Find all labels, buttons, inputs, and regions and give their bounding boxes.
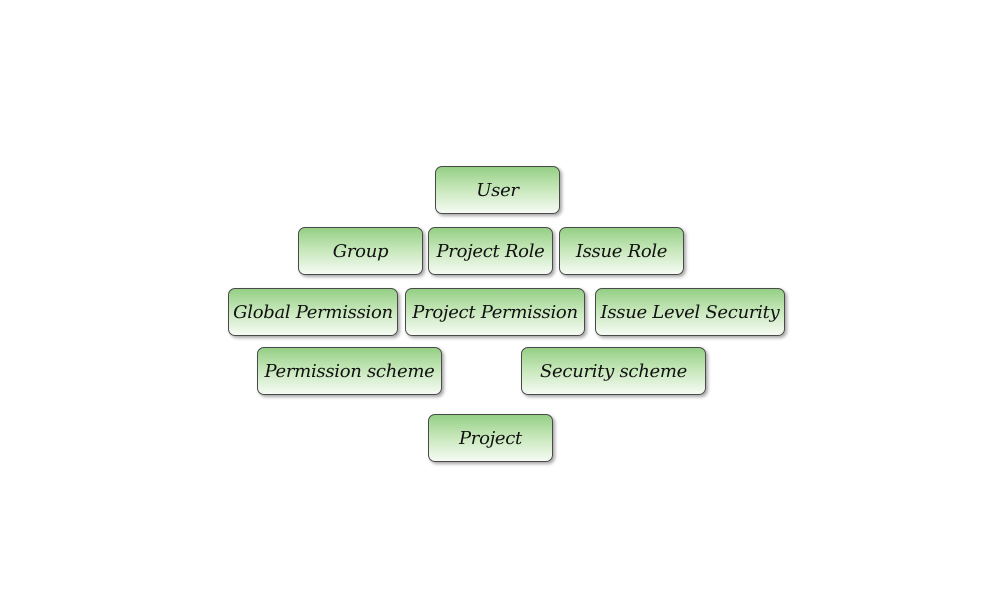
node-label: Project Role bbox=[436, 240, 545, 262]
node-project: Project bbox=[428, 414, 553, 462]
node-label: Issue Level Security bbox=[600, 301, 780, 323]
node-label: User bbox=[476, 179, 519, 201]
node-permission-scheme: Permission scheme bbox=[257, 347, 442, 395]
node-project-permission: Project Permission bbox=[405, 288, 585, 336]
node-label: Global Permission bbox=[233, 301, 393, 323]
node-label: Permission scheme bbox=[264, 360, 435, 382]
node-label: Project Permission bbox=[412, 301, 578, 323]
node-label: Security scheme bbox=[540, 360, 687, 382]
node-user: User bbox=[435, 166, 560, 214]
node-label: Group bbox=[332, 240, 389, 262]
node-group: Group bbox=[298, 227, 423, 275]
node-label: Issue Role bbox=[575, 240, 668, 262]
node-issue-level-security: Issue Level Security bbox=[595, 288, 785, 336]
node-security-scheme: Security scheme bbox=[521, 347, 706, 395]
node-global-permission: Global Permission bbox=[228, 288, 398, 336]
node-project-role: Project Role bbox=[428, 227, 553, 275]
node-issue-role: Issue Role bbox=[559, 227, 684, 275]
node-label: Project bbox=[458, 427, 522, 449]
